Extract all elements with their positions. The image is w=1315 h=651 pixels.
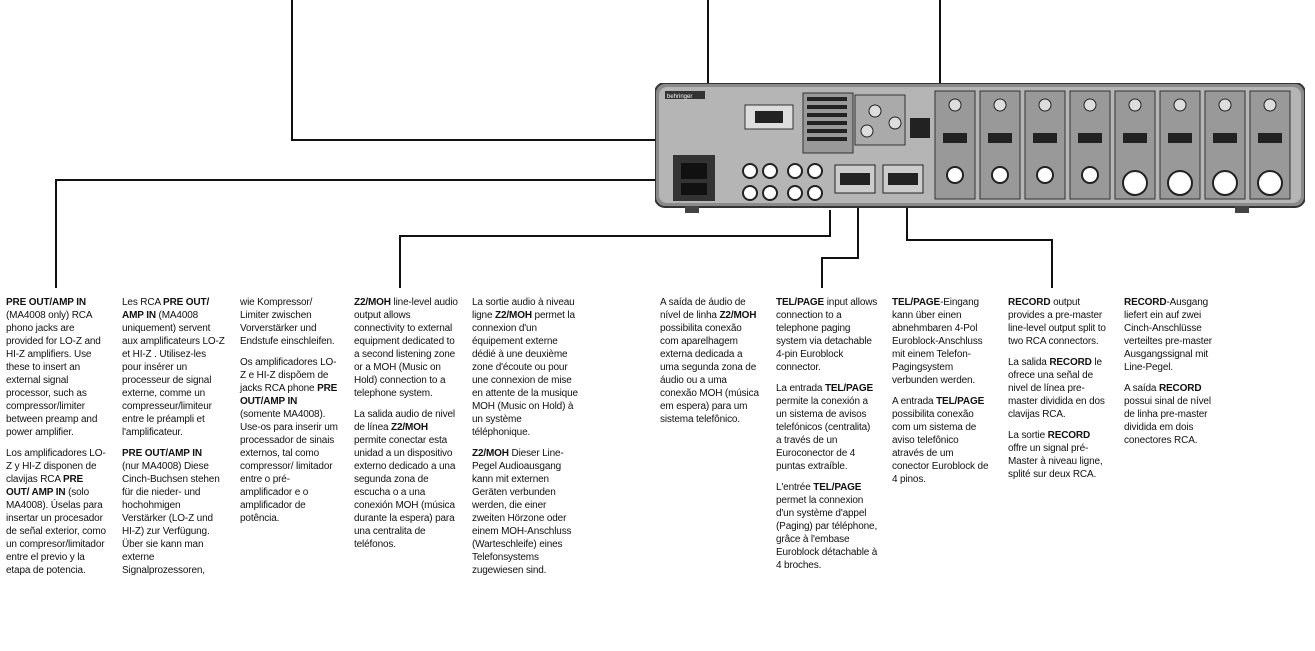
term-preout: PRE OUT/ AMP IN xyxy=(6,474,84,498)
column-record-de-pt: RECORD-Ausgang liefert ein auf zwei Cinc… xyxy=(1124,296,1224,455)
column-record-en-es-fr: RECORD output provides a pre-master line… xyxy=(1008,296,1108,489)
term-telpage: TEL/PAGE xyxy=(824,383,874,394)
text-z2moh-en: line-level audio output allows connectiv… xyxy=(354,297,458,399)
callout-line-7 xyxy=(906,198,1053,288)
text-telpage-en: input allows connection to a telephone p… xyxy=(776,297,878,373)
column-preout-fr-de: Les RCA PRE OUT/ AMP IN (MA4008 uniqueme… xyxy=(122,296,226,585)
column-telpage-de-pt: TEL/PAGE-Eingang kann über einen abnehmb… xyxy=(892,296,992,494)
column-z2moh-fr-de: La sortie audio à niveau ligne Z2/MOH pe… xyxy=(472,296,578,585)
text-z2moh-pt-b: possibilita conexão com aparelhagem exte… xyxy=(660,323,759,425)
text-preout-de-cont: wie Kompressor/ Limiter zwischen Vorvers… xyxy=(240,297,335,347)
heading-telpage: TEL/PAGE xyxy=(892,297,941,308)
text-record-de: -Ausgang liefert ein auf zwei Cinch-Ansc… xyxy=(1124,297,1212,373)
text-z2moh-de: Dieser Line-Pegel Audioausgang kann mit … xyxy=(472,448,572,576)
text-record-es-b: le ofrece una señal de nivel de línea pr… xyxy=(1008,357,1105,420)
text-record-fr-a: La sortie xyxy=(1008,430,1048,441)
text-telpage-pt-b: possibilita conexão com um sistema de av… xyxy=(892,409,989,485)
heading-preout: PRE OUT/AMP IN xyxy=(122,448,202,459)
text-record-es-a: La salida xyxy=(1008,357,1050,368)
text-preout-fr-a: Les RCA xyxy=(122,297,164,308)
term-telpage: TEL/PAGE xyxy=(813,482,862,493)
text-telpage-fr-b: permet la connexion d'un système d'appel… xyxy=(776,495,878,571)
term-record: RECORD xyxy=(1049,357,1092,368)
text-record-pt-a: A saída xyxy=(1124,383,1159,394)
callout-line-6 xyxy=(821,198,859,288)
text-record-fr-b: offre un signal pré-Master à niveau lign… xyxy=(1008,443,1103,480)
column-preout-de-pt: wie Kompressor/ Limiter zwischen Vorvers… xyxy=(240,296,340,533)
term-preout: PRE OUT/AMP IN xyxy=(240,383,338,407)
heading-telpage: TEL/PAGE xyxy=(776,297,825,308)
column-preout-en-es: PRE OUT/AMP IN (MA4008 only) RCA phono ja… xyxy=(6,296,106,585)
text-z2moh-es-a: La salida audio de nivel de línea xyxy=(354,409,455,433)
text-telpage-de: -Eingang kann über einen abnehmbaren 4-P… xyxy=(892,297,983,386)
callout-line-5 xyxy=(399,210,831,288)
callout-lines xyxy=(55,0,1053,288)
text-record-en: output provides a pre-master line-level … xyxy=(1008,297,1106,347)
text-telpage-fr-a: L'entrée xyxy=(776,482,814,493)
text-telpage-es-b: permite la conexión a un sistema de avis… xyxy=(776,396,871,472)
text-preout-de: (nur MA4008) Diese Cinch-Buchsen stehen … xyxy=(122,461,220,576)
device-rear-panel: behringer xyxy=(655,83,1305,213)
text-z2moh-pt-a: A saída de áudio de nível de linha xyxy=(660,297,746,321)
heading-z2moh: Z2/MOH xyxy=(354,297,391,308)
term-record: RECORD xyxy=(1158,383,1202,394)
term-preout: PRE OUT/ AMP IN xyxy=(122,297,210,321)
text-preout-fr-b: (MA4008 uniquement) servent aux amplific… xyxy=(122,310,225,438)
channel-strips xyxy=(934,90,1291,200)
text-telpage-pt-a: A entrada xyxy=(892,396,937,407)
heading-preout: PRE OUT/AMP IN xyxy=(6,297,86,308)
term-z2moh: Z2/MOH xyxy=(391,422,428,433)
heading-record: RECORD xyxy=(1008,297,1051,308)
text-preout-es-b: (solo MA4008). Úselas para insertar un p… xyxy=(6,487,106,576)
term-telpage: TEL/PAGE xyxy=(936,396,985,407)
column-telpage-en-es-fr: TEL/PAGE input allows connection to a te… xyxy=(776,296,878,580)
brand-logo: behringer xyxy=(667,94,692,100)
text-telpage-es-a: La entrada xyxy=(776,383,825,394)
column-z2moh-en-es: Z2/MOH line-level audio output allows co… xyxy=(354,296,460,559)
term-record: RECORD xyxy=(1047,430,1091,441)
text-z2moh-fr-b: permet la connexion d'un équipement exte… xyxy=(472,310,578,438)
text-record-pt-b: possui sinal de nível de linha pre-maste… xyxy=(1124,396,1211,446)
heading-record: RECORD xyxy=(1124,297,1167,308)
heading-z2moh: Z2/MOH xyxy=(472,448,509,459)
term-z2moh: Z2/MOH xyxy=(719,310,757,321)
text-preout-en: (MA4008 only) RCA phono jacks are provid… xyxy=(6,310,101,438)
text-z2moh-es-b: permite conectar esta unidad a un dispos… xyxy=(354,435,456,550)
callout-line-1 xyxy=(291,0,800,141)
column-z2moh-pt: A saída de áudio de nível de linha Z2/MO… xyxy=(660,296,760,434)
callout-line-4 xyxy=(55,179,680,288)
term-z2moh: Z2/MOH xyxy=(495,310,532,321)
text-z2moh-fr-a: La sortie audio à niveau ligne xyxy=(472,297,575,321)
text-preout-es-a: Los amplificadores LO-Z y HI-Z disponen … xyxy=(6,448,106,485)
text-preout-pt-b: (somente MA4008). Use-os para inserir um… xyxy=(240,409,338,524)
text-preout-pt-a: Os amplificadores LO-Z e HI-Z dispõem de… xyxy=(240,357,337,394)
